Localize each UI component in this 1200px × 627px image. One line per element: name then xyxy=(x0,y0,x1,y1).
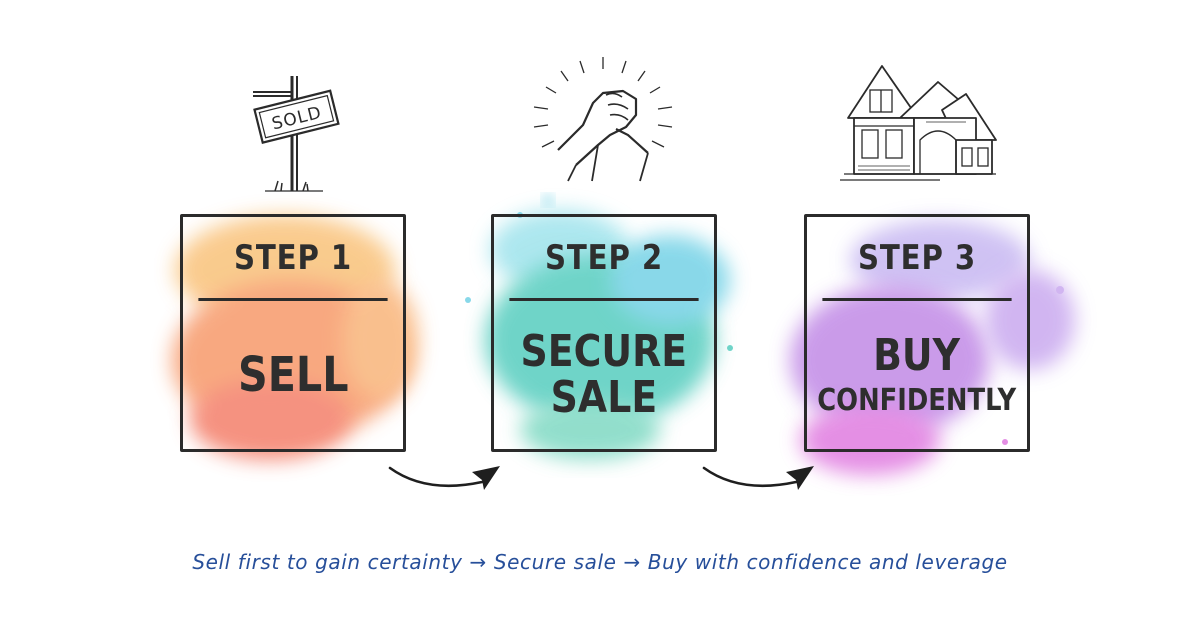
step-3-box: STEP 3 BUY CONFIDENTLY xyxy=(804,214,1030,452)
step-1-body: SELL xyxy=(183,301,403,449)
step-3-body: BUY CONFIDENTLY xyxy=(807,301,1027,449)
step-3-label-line-2: CONFIDENTLY xyxy=(817,383,1017,419)
arrow-icon xyxy=(702,466,814,490)
step-2-label-line-2: SALE xyxy=(550,372,658,423)
step1-splash xyxy=(172,215,418,460)
step2-splash xyxy=(465,195,733,460)
step-2-header: STEP 2 xyxy=(509,217,699,301)
house-icon xyxy=(840,65,997,181)
handshake-icon xyxy=(533,57,673,182)
caption: Sell first to gain certainty → Secure sa… xyxy=(192,550,1008,574)
step-3-label-line-1: BUY xyxy=(873,330,961,382)
step-1-box: STEP 1 SELL xyxy=(180,214,406,452)
step-1-label: SELL xyxy=(237,346,349,403)
step-2-box: STEP 2 SECURE SALE xyxy=(491,214,717,452)
step-2-label-line-1: SECURE xyxy=(520,325,688,377)
step-3-header: STEP 3 xyxy=(822,217,1012,301)
step3-splash xyxy=(790,220,1075,475)
step-2-body: SECURE SALE xyxy=(494,301,714,449)
arrow-icon xyxy=(388,466,500,490)
step-1-header: STEP 1 xyxy=(198,217,388,301)
sold-sign-icon: SOLD xyxy=(253,76,340,192)
